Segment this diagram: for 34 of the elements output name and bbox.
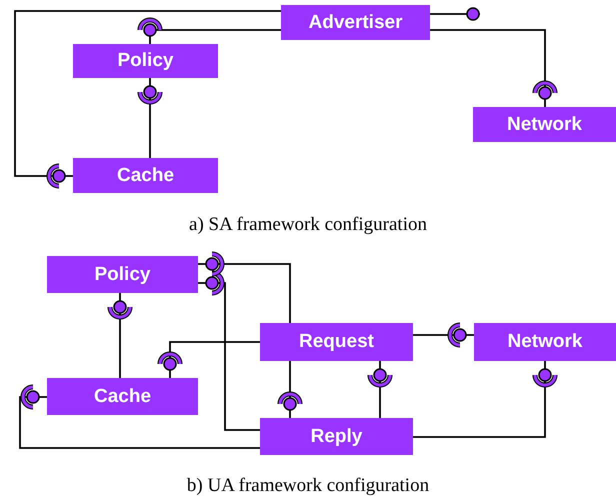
ball-and-socket-connector xyxy=(413,322,474,348)
ball-and-socket-connector xyxy=(108,293,132,378)
ball-and-socket-connector xyxy=(138,78,162,158)
ball-and-socket-connector xyxy=(278,361,302,418)
component-name: Policy xyxy=(118,50,174,72)
component-name: Network xyxy=(507,114,582,136)
ball-and-socket-connector xyxy=(368,361,392,418)
component-name: Request xyxy=(299,331,374,353)
component-box xyxy=(473,107,616,142)
ball-and-socket-connector xyxy=(198,252,291,323)
component-name: Network xyxy=(508,331,582,353)
ball-and-socket-connector xyxy=(198,270,260,431)
caption: b) UA framework configuration xyxy=(186,475,430,497)
component-box xyxy=(474,323,616,361)
component-name: Cache xyxy=(94,386,152,408)
caption: a) SA framework configuration xyxy=(189,214,427,236)
component-name: Reply xyxy=(310,426,362,448)
component-box xyxy=(260,418,413,455)
component-box xyxy=(47,378,198,415)
ball-and-socket-connector xyxy=(430,29,558,107)
ball-and-socket-connector xyxy=(158,341,260,378)
component-name: Advertiser xyxy=(308,12,402,34)
component-name: Cache xyxy=(116,164,174,186)
provided-interface-line xyxy=(430,7,480,21)
ball-and-socket-connector xyxy=(138,18,281,44)
component-box xyxy=(260,323,413,361)
component-box xyxy=(281,5,430,40)
ball-and-socket-connector xyxy=(14,10,281,188)
component-box xyxy=(73,44,218,78)
component-box xyxy=(47,256,198,293)
component-box xyxy=(73,158,218,193)
ball-and-socket-connector xyxy=(413,361,558,438)
component-name: Policy xyxy=(94,264,150,286)
ball-and-socket-connector xyxy=(19,384,260,449)
